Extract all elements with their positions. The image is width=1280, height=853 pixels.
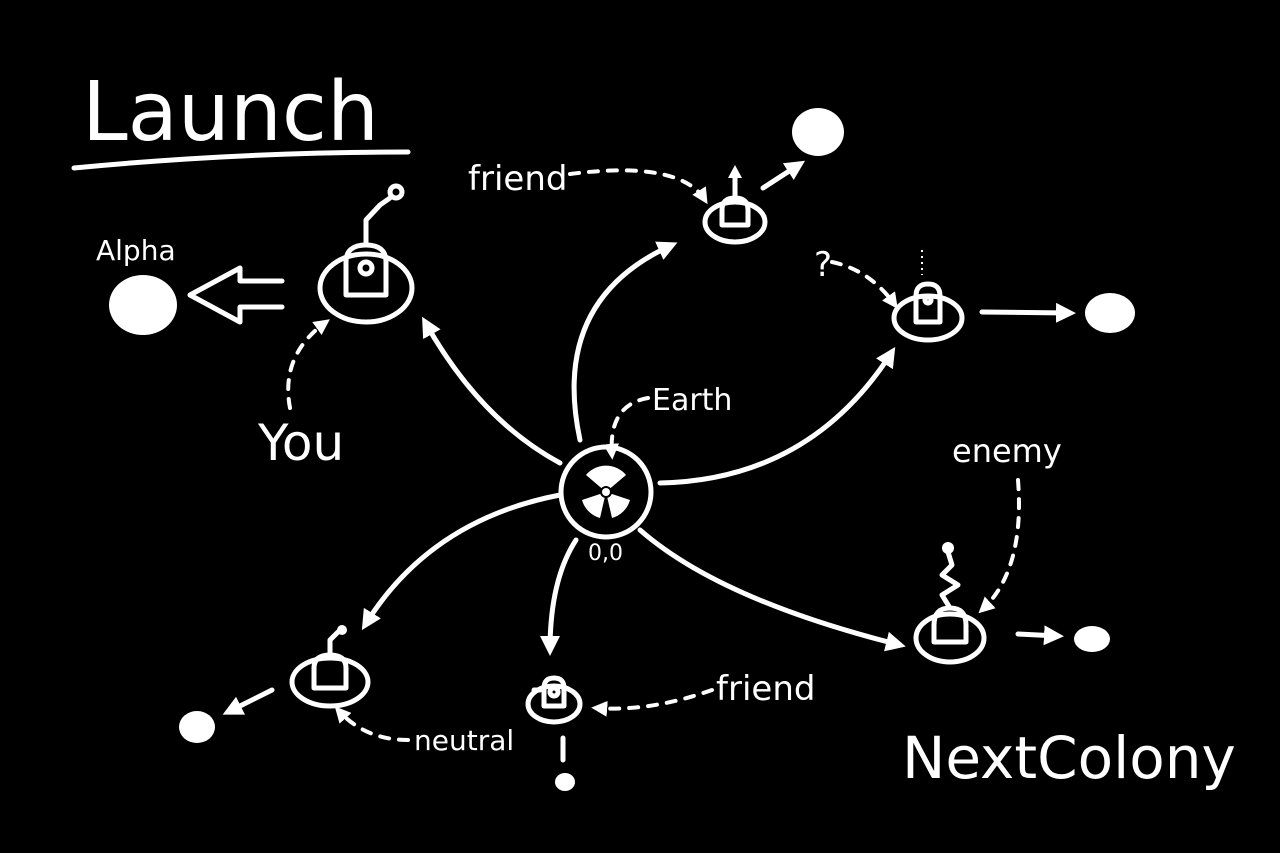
you-label: You bbox=[257, 414, 344, 472]
left-ship-icon bbox=[289, 625, 371, 709]
nextcolony-planet bbox=[1074, 626, 1110, 652]
bottom-ship-icon bbox=[525, 675, 583, 725]
right-ship-icon bbox=[891, 281, 965, 343]
arrow-to-you-ship bbox=[422, 316, 563, 466]
alpha-label: Alpha bbox=[96, 234, 176, 267]
arrow-to-top-ship bbox=[571, 241, 678, 443]
planets bbox=[109, 108, 1135, 791]
earth-label: Earth bbox=[652, 383, 732, 418]
friend-bottom-pointer bbox=[591, 688, 714, 717]
friend-top-pointer bbox=[568, 168, 708, 205]
arrow-to-left-ship bbox=[361, 492, 563, 631]
arrow-left-ship-to-planet bbox=[222, 687, 275, 715]
enemy-pointer bbox=[978, 478, 1021, 614]
neutral-pointer bbox=[334, 706, 410, 742]
friend-top-label: friend bbox=[468, 159, 567, 199]
solid-arrows bbox=[222, 160, 1076, 763]
top-planet bbox=[792, 108, 844, 156]
radiation-icon bbox=[582, 465, 630, 518]
left-planet bbox=[179, 711, 215, 743]
arrow-right-ship-to-planet bbox=[979, 302, 1076, 323]
launch-arrow-icon bbox=[187, 265, 285, 325]
origin-label: 0,0 bbox=[588, 541, 623, 566]
neutral-label: neutral bbox=[414, 724, 514, 757]
arrow-top-ship-to-planet bbox=[760, 160, 806, 191]
earth-circle bbox=[558, 444, 654, 540]
you-pointer bbox=[286, 319, 330, 410]
bottom-planet bbox=[555, 773, 575, 791]
arrow-to-bottom-ship bbox=[540, 537, 579, 656]
title-underline bbox=[71, 149, 411, 171]
nextcolony-ship-icon bbox=[913, 542, 987, 665]
page-title: Launch bbox=[82, 65, 379, 160]
earth-node bbox=[558, 444, 654, 540]
top-ship-icon bbox=[702, 165, 768, 245]
question-pointer bbox=[830, 260, 898, 309]
question-label: ? bbox=[814, 245, 832, 285]
arrow-nextcolony-to-planet bbox=[1015, 625, 1064, 646]
arrow-to-right-ship bbox=[657, 346, 896, 486]
right-planet bbox=[1085, 293, 1135, 333]
friend-bottom-label: friend bbox=[716, 669, 815, 709]
enemy-label: enemy bbox=[952, 432, 1062, 470]
nextcolony-label: NextColony bbox=[902, 724, 1236, 792]
arrow-to-nextcolony bbox=[637, 527, 906, 652]
you-ship-icon bbox=[317, 183, 415, 325]
alpha-planet bbox=[109, 275, 177, 335]
